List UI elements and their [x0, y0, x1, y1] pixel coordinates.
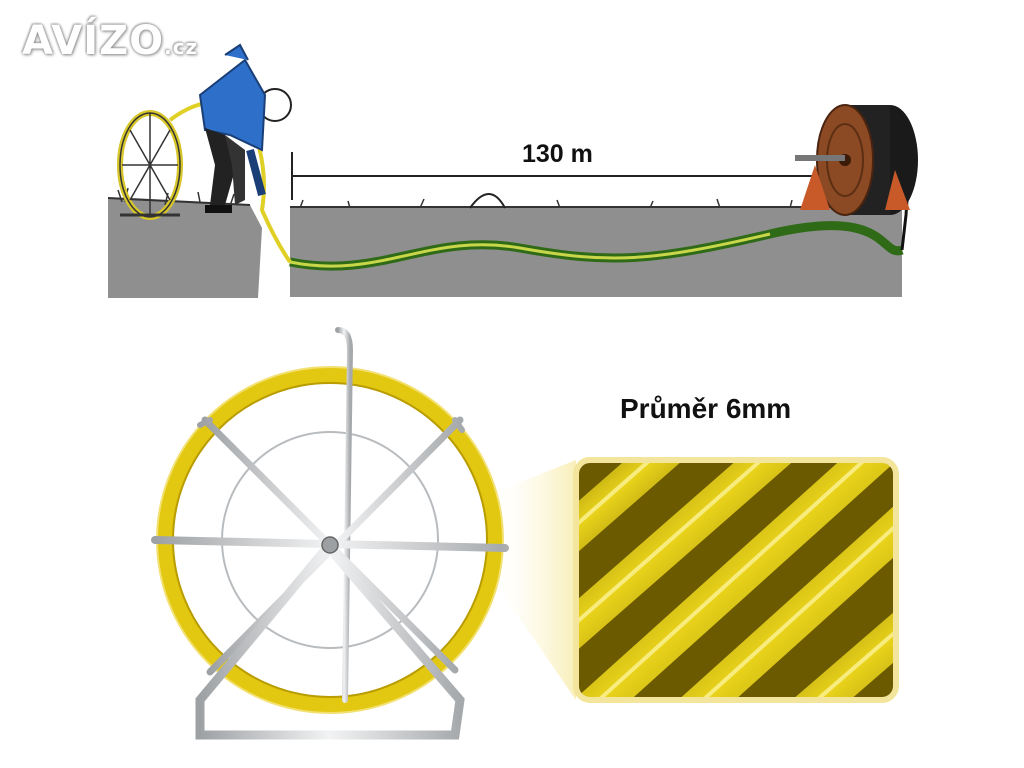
worker-figure	[198, 43, 292, 213]
small-reel	[117, 110, 183, 220]
zoom-callout-halo	[500, 460, 576, 700]
logo-suffix: .cz	[164, 35, 199, 59]
ground-left	[107, 187, 262, 298]
closeup-frame	[573, 457, 899, 703]
avizo-logo: AVÍZO.cz	[22, 18, 198, 64]
rod-closeup	[576, 460, 896, 700]
reel-hub	[321, 536, 339, 554]
distance-line	[291, 152, 815, 200]
diameter-label: Průměr 6mm	[620, 393, 792, 424]
cable-drum	[795, 104, 918, 216]
logo-brand: AVÍZO	[22, 18, 165, 64]
distance-label: 130 m	[522, 140, 593, 168]
ground-right	[290, 193, 902, 297]
